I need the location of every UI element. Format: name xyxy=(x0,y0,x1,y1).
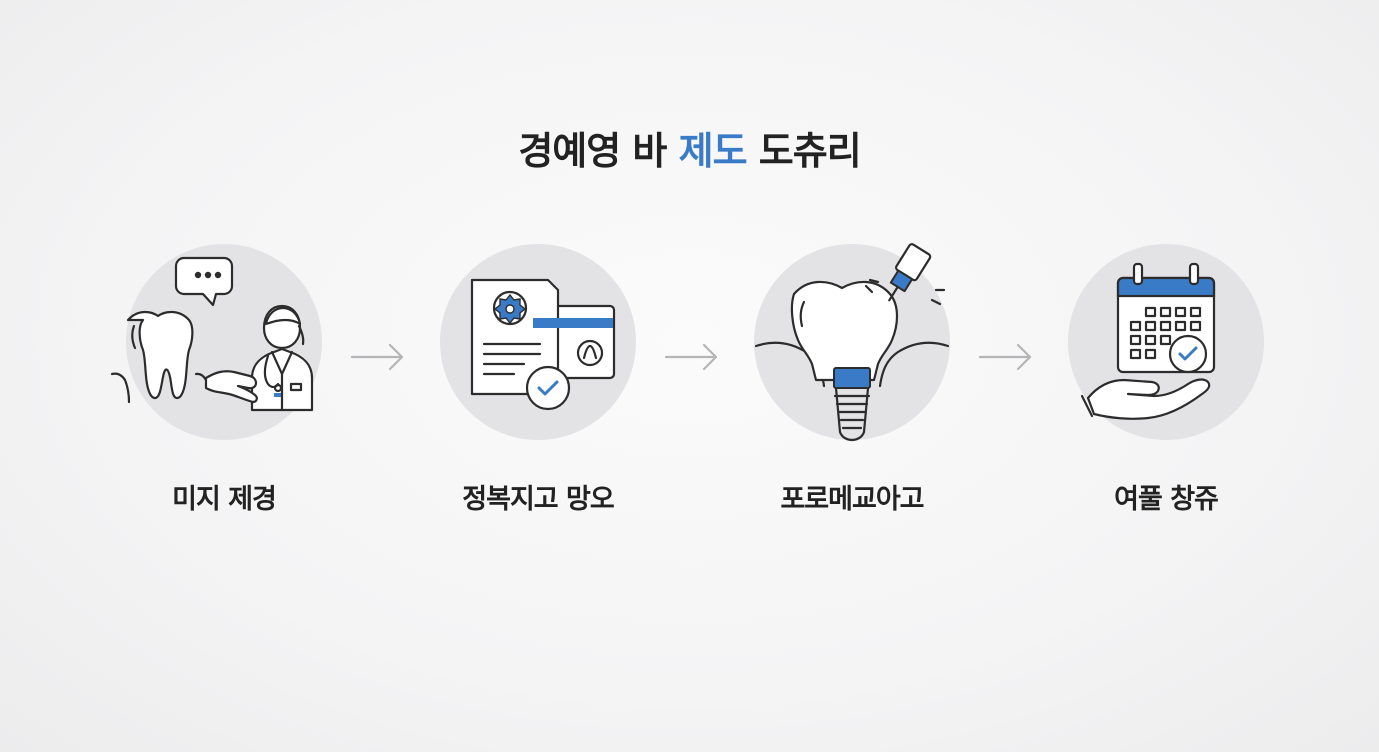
step-icon-circle xyxy=(1068,244,1264,440)
page-title: 경예영 바 제도 도츄리 xyxy=(0,120,1379,175)
title-suffix: 도츄리 xyxy=(746,129,862,173)
step-schedule: 여풀 창쥬 xyxy=(1066,244,1266,516)
step-certificate: 정복지고 망오 xyxy=(438,244,638,516)
right-arrow-icon xyxy=(350,343,404,371)
step-label: 미지 제경 xyxy=(172,484,277,515)
title-prefix: 경예영 바 xyxy=(518,129,679,173)
step-icon-circle xyxy=(110,244,322,440)
certificate-document-check-icon xyxy=(470,278,616,411)
step-implant: 포로메교아고 xyxy=(752,243,952,516)
title-accent: 제도 xyxy=(678,129,748,173)
step-label: 포로메교아고 xyxy=(780,484,924,515)
right-arrow-icon xyxy=(978,343,1032,371)
dental-implant-drill-icon xyxy=(754,243,950,442)
step-consultation: 미지 제경 xyxy=(110,244,324,516)
tooth-and-dentist-consultation-icon xyxy=(110,256,314,412)
step-label: 여풀 창쥬 xyxy=(1114,484,1219,515)
calendar-in-hand-check-icon xyxy=(1080,262,1216,420)
right-arrow-icon xyxy=(664,343,718,371)
step-icon-circle xyxy=(754,243,950,442)
step-label: 정복지고 망오 xyxy=(462,484,614,515)
step-icon-circle xyxy=(440,244,636,440)
